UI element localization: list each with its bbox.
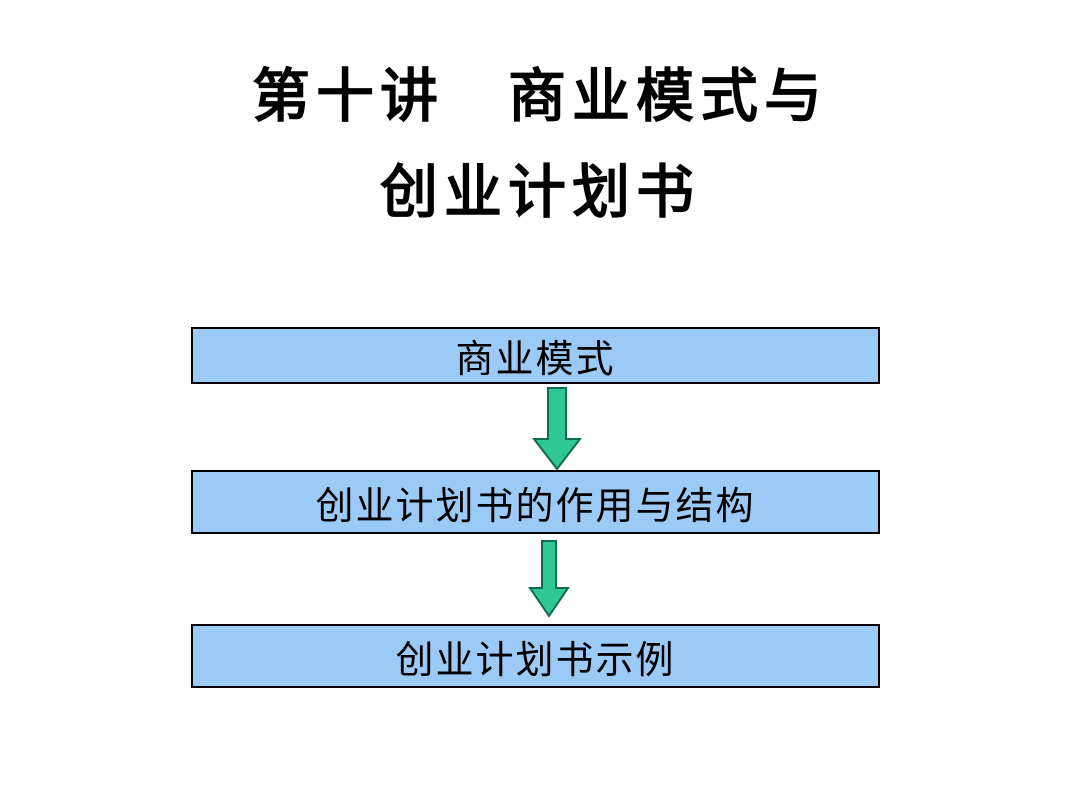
- slide-title-line2: 创业计划书: [379, 158, 700, 226]
- flow-box-plan-example: 创业计划书示例: [191, 624, 880, 688]
- slide-title: 第十讲 商业模式与 创业计划书: [0, 48, 1080, 240]
- down-arrow-icon: [528, 540, 570, 618]
- flow-box-label: 创业计划书示例: [395, 637, 676, 682]
- flow-box-business-model: 商业模式: [191, 327, 880, 384]
- flow-box-label: 创业计划书的作用与结构: [315, 483, 756, 528]
- flow-box-plan-role-structure: 创业计划书的作用与结构: [191, 470, 880, 534]
- down-arrow-icon: [531, 387, 583, 471]
- flow-box-label: 商业模式: [455, 337, 616, 381]
- slide-title-line1: 第十讲 商业模式与: [251, 62, 828, 130]
